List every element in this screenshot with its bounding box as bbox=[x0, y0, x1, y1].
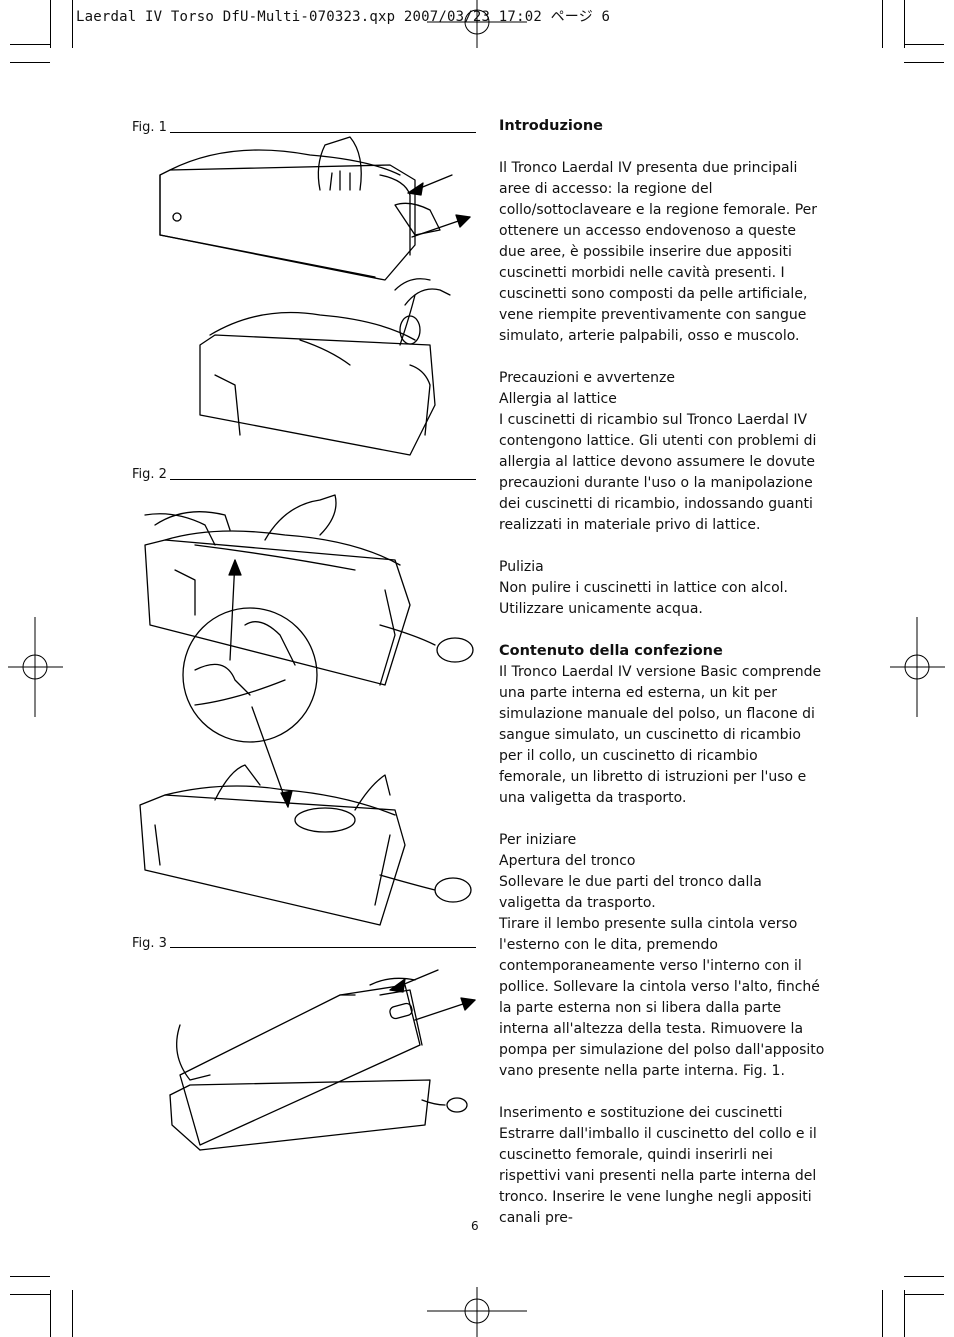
registration-mark-bottom bbox=[427, 1287, 527, 1337]
crop-mark bbox=[904, 1294, 944, 1295]
intro-body: Il Tronco Laerdal IV presenta due princi… bbox=[499, 160, 818, 344]
contents-body: Il Tronco Laerdal IV versione Basic comp… bbox=[499, 664, 822, 806]
crop-mark bbox=[10, 62, 50, 63]
opening-heading: Apertura del tronco bbox=[499, 853, 636, 869]
crop-mark bbox=[72, 1290, 73, 1337]
precautions-heading: Precauzioni e avvertenze bbox=[499, 370, 675, 386]
crop-mark bbox=[10, 44, 50, 45]
crop-mark bbox=[882, 0, 883, 48]
registration-mark-top bbox=[427, 0, 527, 48]
slug-line: Laerdal IV Torso DfU-Multi-070323.qxp 20… bbox=[76, 9, 611, 25]
fig3-rule bbox=[170, 947, 476, 948]
fig1-label: Fig. 1 bbox=[132, 120, 167, 135]
crop-mark bbox=[904, 0, 905, 48]
crop-mark bbox=[72, 0, 73, 48]
page-number: 6 bbox=[471, 1219, 479, 1233]
fig2-illustration bbox=[139, 494, 474, 926]
insert-heading: Inserimento e sostituzione dei cuscinett… bbox=[499, 1105, 783, 1121]
crop-mark bbox=[904, 62, 944, 63]
opening-body-2: Tirare il lembo presente sulla cintola v… bbox=[499, 916, 825, 1079]
fig3-illustration bbox=[169, 969, 476, 1151]
crop-mark bbox=[50, 1290, 51, 1337]
crop-mark bbox=[904, 1276, 944, 1277]
latex-body: I cuscinetti di ricambio sul Tronco Laer… bbox=[499, 412, 817, 533]
text-column: Introduzione Il Tronco Laerdal IV presen… bbox=[499, 116, 825, 1229]
crop-mark bbox=[10, 1276, 50, 1277]
fig2-label: Fig. 2 bbox=[132, 467, 167, 482]
registration-mark-right bbox=[890, 617, 945, 717]
crop-mark bbox=[882, 1290, 883, 1337]
crop-mark bbox=[904, 1290, 905, 1337]
latex-heading: Allergia al lattice bbox=[499, 391, 617, 407]
fig1-illustration bbox=[159, 136, 471, 456]
registration-mark-left bbox=[8, 617, 63, 717]
crop-mark bbox=[904, 44, 944, 45]
fig3-label: Fig. 3 bbox=[132, 936, 167, 951]
insert-body: Estrarre dall'imballo il cuscinetto del … bbox=[499, 1126, 817, 1226]
fig2-rule bbox=[170, 479, 476, 480]
crop-mark bbox=[10, 1294, 50, 1295]
cleaning-heading: Pulizia bbox=[499, 559, 544, 575]
opening-body-1: Sollevare le due parti del tronco dalla … bbox=[499, 874, 762, 911]
fig1-rule bbox=[170, 132, 476, 133]
contents-heading: Contenuto della confezione bbox=[499, 643, 723, 659]
intro-heading: Introduzione bbox=[499, 118, 603, 134]
start-heading: Per iniziare bbox=[499, 832, 577, 848]
cleaning-body: Non pulire i cuscinetti in lattice con a… bbox=[499, 580, 788, 617]
crop-mark bbox=[50, 0, 51, 48]
